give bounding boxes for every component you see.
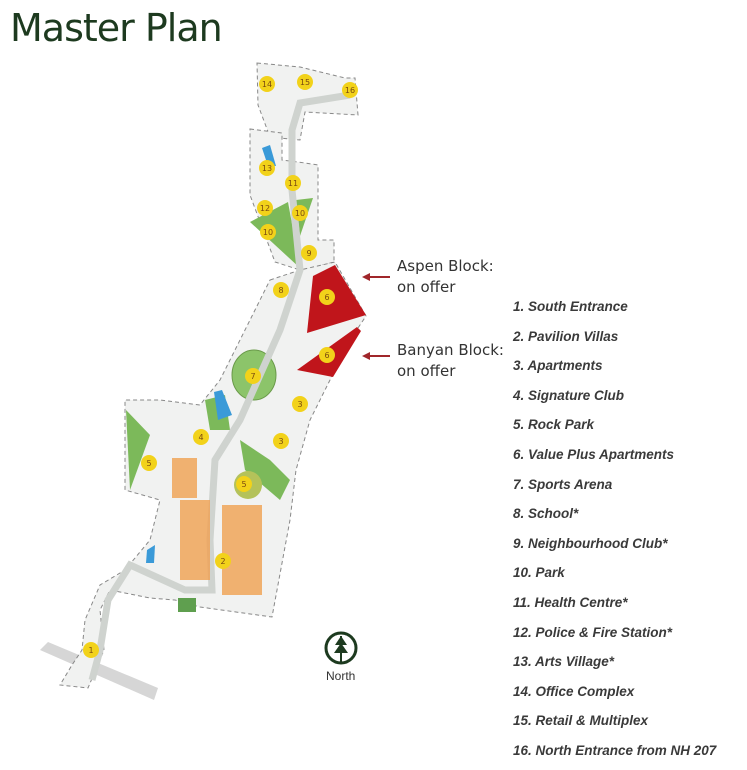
marker-number: 6	[324, 351, 329, 360]
marker-circle	[215, 553, 231, 569]
area-marker-11[interactable]: 11	[285, 175, 301, 191]
pavilion-villas	[172, 458, 262, 595]
marker-circle	[236, 476, 252, 492]
marker-number: 8	[278, 286, 283, 295]
marker-circle	[260, 224, 276, 240]
legend: 1. South Entrance 2. Pavilion Villas 3. …	[513, 296, 716, 770]
area-marker-4[interactable]: 4	[193, 429, 209, 445]
area-marker-9[interactable]: 9	[301, 245, 317, 261]
legend-item: 9. Neighbourhood Club*	[513, 535, 668, 551]
legend-item: 2. Pavilion Villas	[513, 328, 619, 344]
aspen-block-callout: Aspen Block: on offer	[397, 256, 494, 298]
marker-circle	[141, 455, 157, 471]
legend-item: 13. Arts Village*	[513, 654, 615, 670]
marker-circle	[193, 429, 209, 445]
marker-circle	[259, 76, 275, 92]
area-marker-5[interactable]: 5	[141, 455, 157, 471]
marker-circle	[83, 642, 99, 658]
site-boundary	[59, 62, 367, 689]
marker-number: 4	[198, 433, 203, 442]
marker-circle	[292, 205, 308, 221]
area-marker-2[interactable]: 2	[215, 553, 231, 569]
area-marker-16[interactable]: 16	[342, 82, 358, 98]
marker-number: 13	[262, 164, 272, 173]
aspen-block-label: Aspen Block:	[397, 257, 494, 275]
legend-item: 5. Rock Park	[513, 417, 595, 433]
area-marker-7[interactable]: 7	[245, 368, 261, 384]
marker-number: 16	[345, 86, 355, 95]
legend-item: 6. Value Plus Apartments	[513, 446, 675, 462]
legend-item: 3. Apartments	[513, 358, 603, 374]
aspen-block[interactable]	[307, 265, 366, 333]
legend-item: 15. Retail & Multiplex	[513, 713, 649, 729]
area-marker-10[interactable]: 10	[260, 224, 276, 240]
legend-item: 16. North Entrance from NH 207	[513, 742, 717, 758]
legend-item: 4. Signature Club	[513, 387, 625, 403]
marker-number: 10	[295, 209, 305, 218]
area-marker-14[interactable]: 14	[259, 76, 275, 92]
area-marker-3[interactable]: 3	[273, 433, 289, 449]
main-road	[88, 91, 351, 681]
marker-circle	[273, 433, 289, 449]
page-title: Master Plan	[10, 6, 223, 50]
marker-circle	[259, 160, 275, 176]
area-marker-3[interactable]: 3	[292, 396, 308, 412]
marker-circle	[292, 396, 308, 412]
marker-circle	[342, 82, 358, 98]
marker-circle	[285, 175, 301, 191]
marker-number: 6	[324, 293, 329, 302]
marker-number: 3	[297, 400, 302, 409]
marker-number: 10	[263, 228, 273, 237]
area-marker-12[interactable]: 12	[257, 200, 273, 216]
area-marker-6[interactable]: 6	[319, 289, 335, 305]
marker-number: 5	[146, 459, 151, 468]
aspen-offer-label: on offer	[397, 278, 456, 296]
marker-number: 9	[306, 249, 311, 258]
water-bodies	[146, 145, 276, 563]
marker-circle	[319, 289, 335, 305]
banyan-block-callout: Banyan Block: on offer	[397, 340, 504, 382]
marker-number: 1	[88, 646, 93, 655]
legend-item: 7. Sports Arena	[513, 476, 613, 492]
marker-number: 2	[220, 557, 225, 566]
marker-number: 12	[260, 204, 270, 213]
area-marker-1[interactable]: 1	[83, 642, 99, 658]
legend-item: 11. Health Centre*	[513, 594, 628, 610]
marker-circle	[319, 347, 335, 363]
marker-circle	[273, 282, 289, 298]
north-tree-compass-icon	[324, 631, 358, 665]
callout-arrows	[362, 273, 390, 360]
area-marker-6[interactable]: 6	[319, 347, 335, 363]
highway	[40, 642, 158, 700]
area-marker-13[interactable]: 13	[259, 160, 275, 176]
legend-item: 14. Office Complex	[513, 683, 635, 699]
marker-number: 14	[262, 80, 272, 89]
marker-number: 5	[241, 480, 246, 489]
north-label: North	[326, 669, 356, 683]
marker-number: 3	[278, 437, 283, 446]
marker-number: 11	[288, 179, 298, 188]
marker-number: 7	[250, 372, 255, 381]
banyan-offer-label: on offer	[397, 362, 456, 380]
area-marker-8[interactable]: 8	[273, 282, 289, 298]
area-marker-5[interactable]: 5	[236, 476, 252, 492]
marker-circle	[245, 368, 261, 384]
area-markers: 14 15 16 13 11 12 10 10 9 8 6 6 7 3 3 4 5 5 2 1	[83, 74, 358, 658]
legend-item: 8. School*	[513, 506, 579, 522]
area-marker-15[interactable]: 15	[297, 74, 313, 90]
area-marker-10[interactable]: 10	[292, 205, 308, 221]
marker-circle	[297, 74, 313, 90]
legend-item: 10. Park	[513, 565, 565, 581]
marker-circle	[257, 200, 273, 216]
marker-circle	[301, 245, 317, 261]
banyan-block-label: Banyan Block:	[397, 341, 504, 359]
legend-item: 12. Police & Fire Station*	[513, 624, 673, 640]
marker-number: 15	[300, 78, 310, 87]
legend-item: 1. South Entrance	[513, 299, 628, 314]
